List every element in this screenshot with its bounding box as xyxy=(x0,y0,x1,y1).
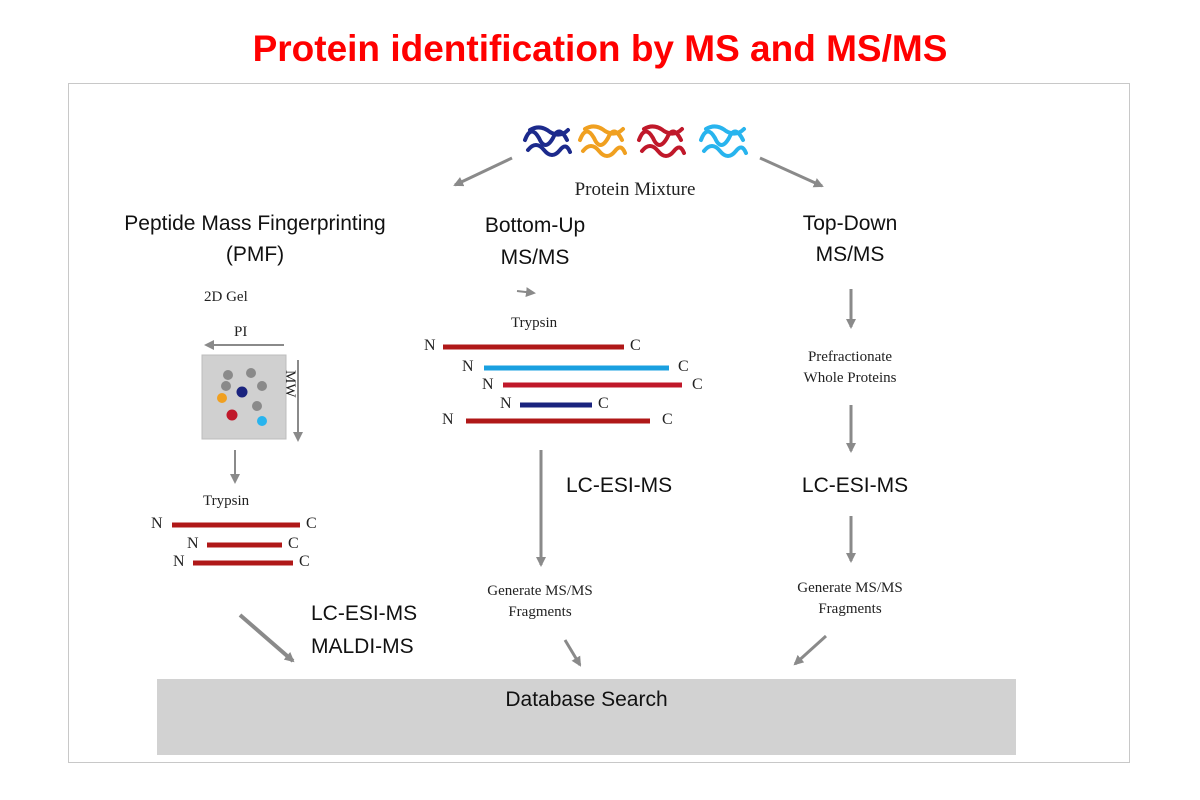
arrow-pmf-to-database xyxy=(238,613,295,663)
bottom-up-trypsin-label: Trypsin xyxy=(511,315,558,331)
page-title: Protein identification by MS and MS/MS xyxy=(252,28,948,69)
top-down-heading-line2: MS/MS xyxy=(815,243,885,266)
c-terminus-label: C xyxy=(692,376,703,393)
protein-navy-icon xyxy=(523,125,572,157)
pmf-method-line1: LC-ESI-MS xyxy=(311,602,418,625)
arrow-top-down-to-database xyxy=(793,634,828,666)
bottom-up-fragments-line2: Fragments xyxy=(508,604,572,620)
diagram-frame xyxy=(68,83,1130,763)
c-terminus-label: C xyxy=(299,553,310,570)
protein-cyan-icon xyxy=(699,124,748,158)
top-down-fragments-line1: Generate MS/MS xyxy=(797,580,903,596)
database-search-box xyxy=(157,679,1016,755)
c-terminus-label: C xyxy=(598,395,609,412)
top-down-method-label: LC-ESI-MS xyxy=(801,474,909,497)
2d-gel-image xyxy=(201,340,303,442)
c-terminus-label: C xyxy=(630,337,641,354)
n-terminus-label: N xyxy=(462,358,474,375)
arrow-bottom-up-to-database xyxy=(563,639,582,667)
arrow-to-top-down xyxy=(759,156,824,188)
pi-axis-label: PI xyxy=(234,324,248,340)
prefractionate-line1: Prefractionate xyxy=(807,349,893,365)
n-terminus-label: N xyxy=(500,395,512,412)
bottom-up-peptides xyxy=(443,344,682,424)
mw-axis-label: MW xyxy=(282,370,298,398)
bottom-up-fragments-line1: Generate MS/MS xyxy=(487,583,593,599)
pmf-peptides xyxy=(172,522,300,566)
n-terminus-label: N xyxy=(482,376,494,393)
bottom-up-method-label: LC-ESI-MS xyxy=(566,474,673,497)
arrow-to-bottom-up xyxy=(453,156,513,187)
pmf-heading-line2: (PMF) xyxy=(225,243,285,266)
n-terminus-label: N xyxy=(187,535,199,552)
protein-orange-icon xyxy=(578,124,627,158)
c-terminus-label: C xyxy=(662,411,673,428)
c-terminus-label: C xyxy=(288,535,299,552)
bottom-up-heading-line1: Bottom-Up xyxy=(484,214,586,237)
n-terminus-label: N xyxy=(173,553,185,570)
c-terminus-label: C xyxy=(306,515,317,532)
c-terminus-label: C xyxy=(678,358,689,375)
protein-mixture-label: Protein Mixture xyxy=(574,179,696,200)
bottom-up-heading-line2: MS/MS xyxy=(500,246,570,269)
pmf-heading-line1: Peptide Mass Fingerprinting xyxy=(124,212,386,235)
pmf-trypsin-label: Trypsin xyxy=(203,493,250,509)
n-terminus-label: N xyxy=(151,515,163,532)
n-terminus-label: N xyxy=(442,411,454,428)
pmf-method-line2: MALDI-MS xyxy=(311,635,414,658)
top-down-heading-line1: Top-Down xyxy=(802,212,898,235)
arrow-heading-to-trypsin xyxy=(516,287,536,298)
2d-gel-label: 2D Gel xyxy=(204,289,248,305)
database-search-label: Database Search xyxy=(505,688,668,711)
prefractionate-line2: Whole Proteins xyxy=(803,370,897,386)
protein-red-icon xyxy=(637,124,686,158)
n-terminus-label: N xyxy=(424,337,436,354)
top-down-fragments-line2: Fragments xyxy=(818,601,882,617)
protein-mixture-icon xyxy=(523,124,748,158)
